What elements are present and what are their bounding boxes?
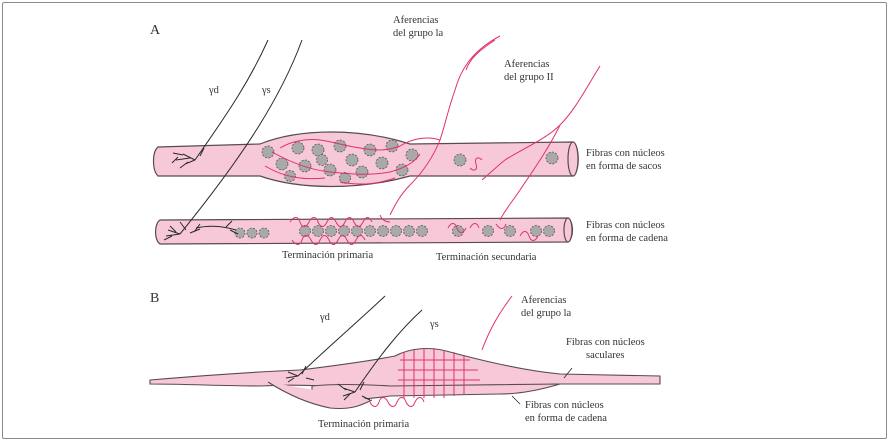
bag-fibers-label-line2: en forma de sacos [586, 161, 662, 172]
saccular-fibers-label-line2: saculares [586, 350, 624, 361]
chain-fibers-label-a-line1: Fibras con núcleos [586, 220, 665, 231]
chain-pointer-line-b [512, 396, 520, 404]
afferent-ii-label-line1: Aferencias [504, 59, 549, 70]
gamma-static-label-a: γs [261, 85, 271, 96]
chain-fibers-label-a-line2: en forma de cadena [586, 233, 668, 244]
bag-fibers-label-line1: Fibras con núcleos [586, 148, 665, 159]
chain-fibers-label-b-line1: Fibras con núcleos [525, 400, 604, 411]
primary-ending-label-b: Terminación primaria [318, 419, 409, 430]
gamma-dynamic-label-a: γd [208, 85, 220, 96]
panel-b-letter: B [150, 291, 159, 306]
panel-a-letter: A [150, 23, 161, 38]
secondary-ending-label: Terminación secundaria [436, 252, 537, 263]
afferent-ia-label-a-line2: del grupo la [393, 28, 443, 39]
chain-fibers-label-b-line2: en forma de cadena [525, 413, 607, 424]
afferent-ia-label-a-line1: Aferencias [393, 15, 438, 26]
gamma-static-label-b: γs [429, 319, 439, 330]
afferent-ii-label-line2: del grupo II [504, 72, 554, 83]
afferent-ia-label-b-line1: Aferencias [521, 295, 566, 306]
afferent-ia-label-b-line2: del grupo la [521, 308, 571, 319]
saccular-fibers-label-line1: Fibras con núcleos [566, 337, 645, 348]
bag-fiber [154, 132, 579, 187]
primary-ending-label-a: Terminación primaria [282, 250, 373, 261]
gamma-dynamic-label-b: γd [319, 312, 331, 323]
